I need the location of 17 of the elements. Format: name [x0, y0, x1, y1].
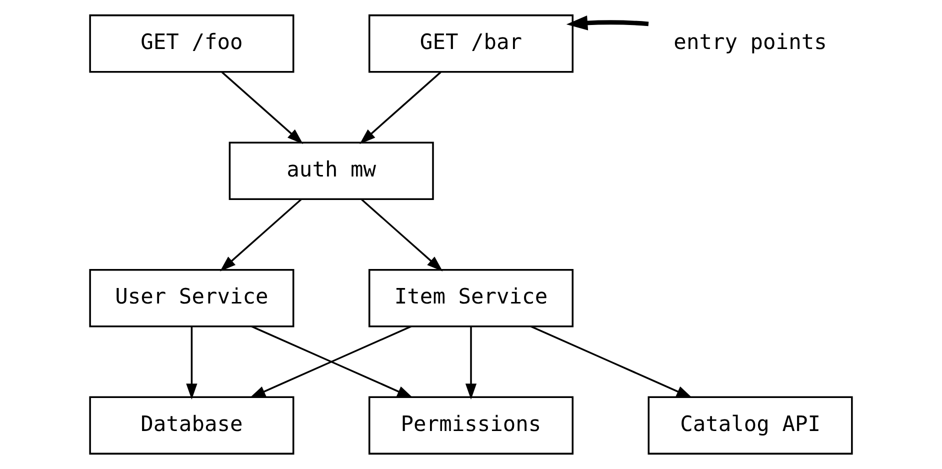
node-box: Item Service — [368, 268, 574, 328]
node-box: Database — [89, 396, 294, 455]
arrow — [566, 16, 649, 30]
arrow — [221, 72, 304, 144]
arrow — [361, 198, 443, 272]
node-box: Catalog API — [648, 396, 853, 455]
node-box: auth mw — [228, 142, 434, 200]
arrow — [186, 326, 198, 400]
node-box: GET /bar — [368, 14, 574, 73]
arrow — [220, 198, 302, 272]
arrow — [360, 72, 442, 144]
node-box: User Service — [89, 268, 294, 328]
node-box: GET /foo — [89, 14, 294, 73]
node-text: entry points — [674, 30, 827, 56]
arrow — [530, 326, 692, 398]
arrow — [465, 326, 477, 400]
node-box: Permissions — [368, 396, 574, 455]
